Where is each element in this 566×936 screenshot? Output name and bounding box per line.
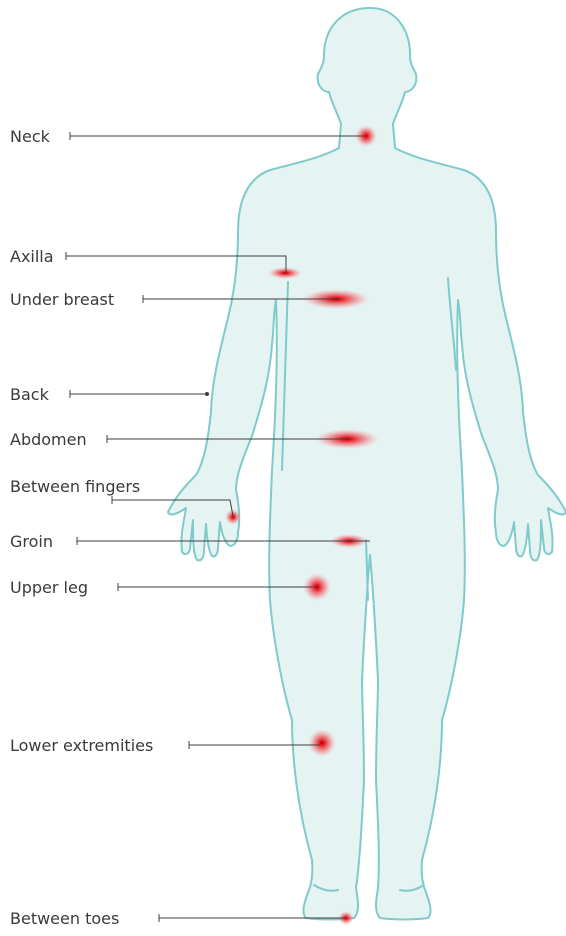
- label-under-breast: Under breast: [10, 290, 114, 309]
- hotspot-between-fingers: [225, 509, 241, 525]
- hotspot-axilla: [268, 267, 302, 279]
- callout-lower-extremities: Lower extremities: [10, 736, 320, 755]
- callout-back: Back: [10, 385, 209, 404]
- label-groin: Groin: [10, 532, 53, 551]
- label-between-fingers: Between fingers: [10, 477, 140, 496]
- leader-dot: [205, 392, 209, 396]
- label-axilla: Axilla: [10, 247, 54, 266]
- callout-neck: Neck: [10, 127, 364, 146]
- label-upper-leg: Upper leg: [10, 578, 88, 597]
- callout-between-toes: Between toes: [10, 909, 345, 928]
- label-abdomen: Abdomen: [10, 430, 87, 449]
- label-neck: Neck: [10, 127, 51, 146]
- label-between-toes: Between toes: [10, 909, 119, 928]
- label-lower-extremities: Lower extremities: [10, 736, 153, 755]
- label-back: Back: [10, 385, 50, 404]
- hotspot-lower-extremities: [308, 729, 336, 757]
